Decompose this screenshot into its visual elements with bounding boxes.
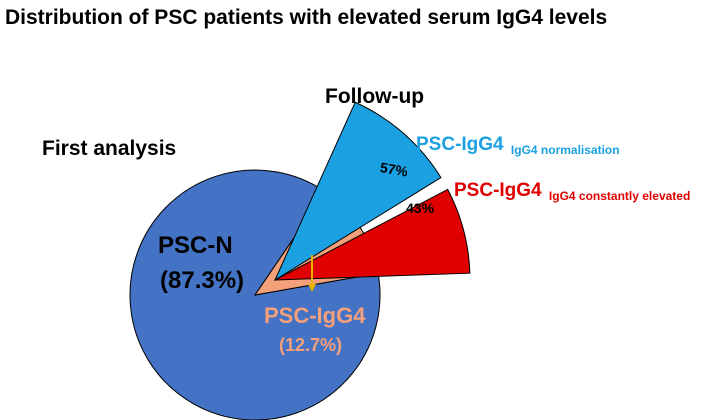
slice-label-elevated: PSC-IgG4 IgG4 constantly elevated [454,180,690,203]
slice-value-normalisation: 57% [379,159,410,180]
slice-value-elevated: 43% [406,200,435,216]
slice-value-psc-n: (87.3%) [160,267,244,294]
slice-label-psc-n: PSC-N [158,232,233,259]
slice-value-psc-igg4: (12.7%) [279,335,342,355]
chart-title: Distribution of PSC patients with elevat… [5,6,607,29]
elevated-sublabel: IgG4 constantly elevated [549,189,690,203]
elevated-label: PSC-IgG4 [454,180,542,201]
slice-label-normalisation: PSC-IgG4 IgG4 normalisation [416,134,620,157]
slice-label-psc-igg4: PSC-IgG4 [264,303,366,328]
normalisation-label: PSC-IgG4 [416,134,504,155]
pie-slice-followup-0 [273,101,442,282]
pie-slice-followup-1 [274,188,471,281]
first-analysis-title: First analysis [42,137,176,160]
follow-up-title: Follow-up [325,85,424,108]
normalisation-sublabel: IgG4 normalisation [511,143,620,157]
